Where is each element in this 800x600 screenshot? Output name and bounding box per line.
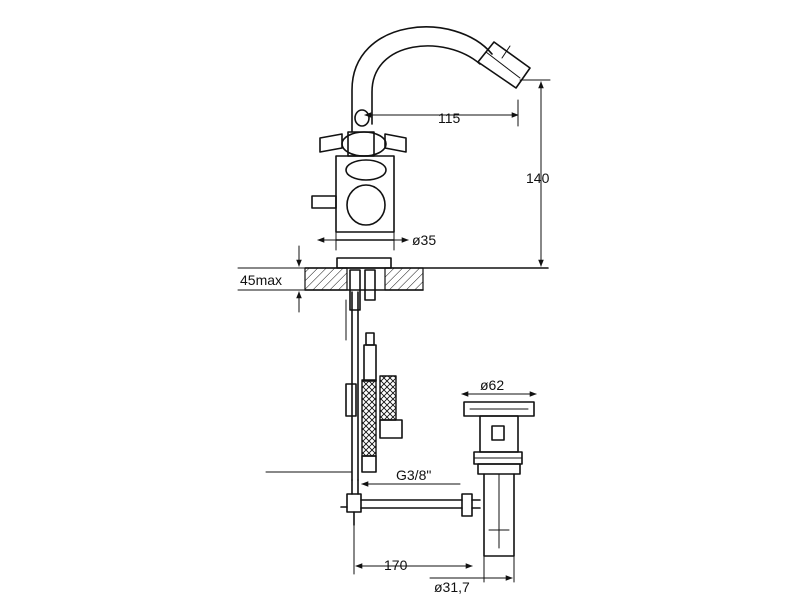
label-waste-diameter: ø62	[480, 377, 504, 393]
waste-assembly	[463, 401, 535, 557]
label-connection: G3/8"	[396, 467, 431, 483]
label-spout-reach: 115	[438, 110, 461, 126]
label-waste-distance: 170	[384, 557, 408, 573]
mixer-body	[311, 109, 407, 241]
dimension-lines	[237, 79, 551, 583]
label-deck-thickness: 45max	[240, 272, 282, 288]
label-waste-outlet: ø31,7	[434, 579, 470, 595]
label-body-diameter: ø35	[412, 232, 436, 248]
deck-section	[304, 257, 549, 291]
popup-linkage	[340, 479, 481, 526]
label-height: 140	[526, 170, 550, 186]
supply-hoses	[345, 269, 403, 481]
spout	[351, 26, 531, 133]
